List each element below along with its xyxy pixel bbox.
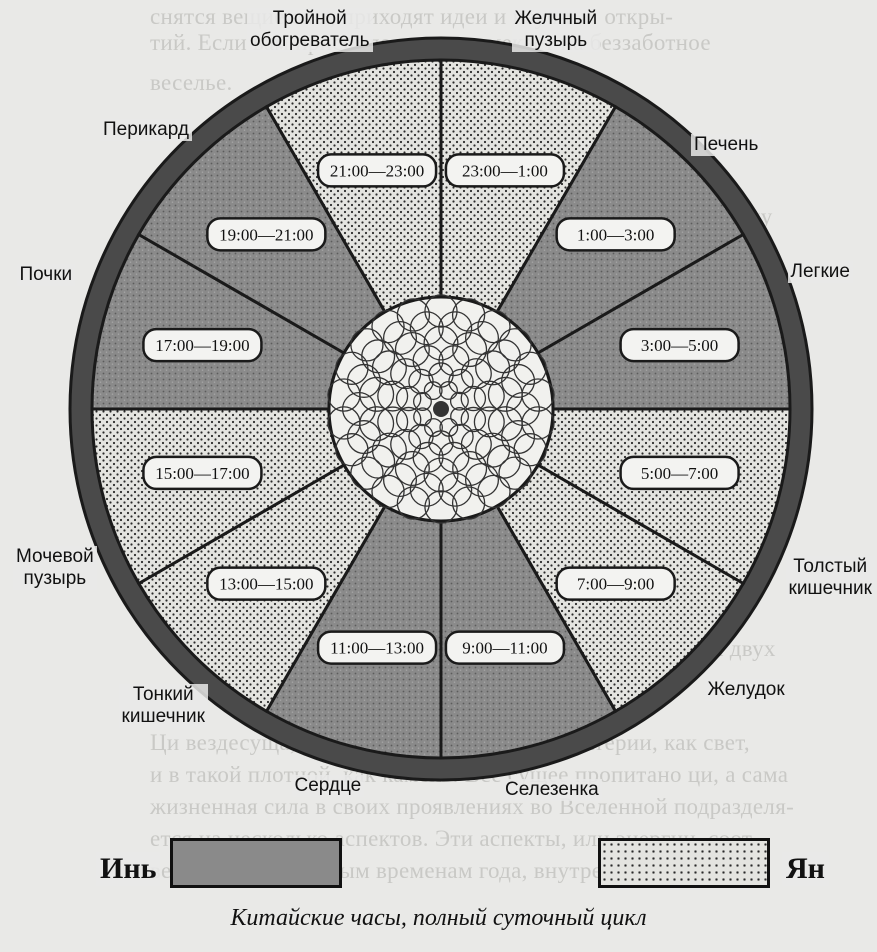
mandala-petal <box>350 456 384 490</box>
organ-label: Селезенка <box>502 779 602 801</box>
mandala-petal <box>409 472 444 507</box>
time-pill <box>206 217 327 252</box>
time-pill <box>142 455 263 491</box>
legend-yang-label: Ян <box>782 852 829 886</box>
mandala-petal <box>346 420 381 455</box>
mandala-petal <box>475 432 511 468</box>
time-pill <box>555 217 676 252</box>
organ-label: Перикард <box>100 119 192 141</box>
time-label: 19:00—21:00 <box>219 225 313 244</box>
figure-caption: Китайские часы, полный суточный цикл <box>230 905 647 931</box>
time-pill <box>619 327 740 363</box>
time-pill <box>444 153 566 188</box>
mandala-petal <box>452 331 488 368</box>
mandala-petal <box>395 385 422 412</box>
mandala-petal <box>451 486 486 520</box>
time-pill <box>555 566 676 601</box>
mandala-petal <box>439 381 458 400</box>
mandala-petal <box>486 444 521 479</box>
mandala-petal <box>413 392 432 411</box>
mandala-petal <box>394 450 430 487</box>
mandala-petal <box>424 418 443 437</box>
time-label: 13:00—15:00 <box>219 575 313 594</box>
mandala-petal <box>505 391 541 427</box>
time-pill <box>316 153 438 188</box>
mandala-petal <box>473 380 505 412</box>
mandala-petal <box>501 363 536 398</box>
mandala-petal <box>423 325 459 361</box>
mandala-petal <box>359 376 395 412</box>
mandala-petal <box>395 406 422 433</box>
time-label: 17:00—19:00 <box>155 336 249 355</box>
mandala-petal <box>424 490 458 524</box>
time-label: 5:00—7:00 <box>641 464 718 483</box>
mandala-petal <box>396 486 431 520</box>
mandala-petal <box>377 406 409 438</box>
mandala-petal <box>359 406 395 442</box>
mandala-petal <box>412 345 444 377</box>
time-label: 15:00—17:00 <box>155 464 249 483</box>
background-text-line: веселье. <box>150 70 233 95</box>
mandala-petal <box>438 441 470 473</box>
time-label: 1:00—3:00 <box>577 225 654 244</box>
time-label: 9:00—11:00 <box>462 639 547 658</box>
mandala-petal <box>371 350 407 386</box>
organ-label: Печень <box>691 134 762 156</box>
mandala-petal <box>341 391 377 427</box>
mandala-petal <box>460 406 487 433</box>
organ-label: Легкие <box>787 261 853 283</box>
mandala-petal <box>423 457 459 493</box>
organ-label: Почки <box>16 264 76 286</box>
mandala-petal <box>487 406 523 442</box>
time-label: 23:00—1:00 <box>462 161 548 180</box>
mandala-petal <box>498 328 532 362</box>
mandala-petal <box>438 311 473 346</box>
time-pill <box>316 630 438 665</box>
mandala-petal <box>394 331 430 368</box>
mandala-petal <box>439 417 459 437</box>
time-pill <box>206 566 327 601</box>
mandala-petal <box>396 298 431 332</box>
mandala-petal <box>438 472 473 507</box>
mandala-petal <box>451 298 486 332</box>
mandala-petal <box>361 339 396 374</box>
legend-yin-swatch <box>170 838 342 888</box>
mandala-petal <box>487 376 523 412</box>
legend-yin-label: Инь <box>96 852 161 886</box>
mandala-petal <box>371 432 407 468</box>
time-label: 11:00—13:00 <box>330 639 424 658</box>
time-pill <box>142 327 263 363</box>
time-pill <box>444 630 566 665</box>
background-text-line: жизненная сила в своих проявлениях во Вс… <box>150 794 795 819</box>
legend-yang-swatch <box>598 838 770 888</box>
mandala-petal <box>452 450 488 487</box>
mandala-petal <box>475 350 511 386</box>
mandala-petal <box>498 456 532 490</box>
mandala-petal <box>450 407 469 426</box>
time-label: 21:00—23:00 <box>330 161 424 180</box>
mandala-petal <box>449 391 469 411</box>
time-pill <box>619 455 740 491</box>
mandala-core <box>433 401 449 417</box>
mandala-petal <box>460 385 487 412</box>
mandala-petal <box>413 407 433 427</box>
mandala-petal <box>424 294 458 328</box>
organ-label: Сердце <box>291 775 365 797</box>
mandala-petal <box>423 381 443 401</box>
mandala-petal <box>350 328 384 362</box>
mandala-petal <box>409 311 444 346</box>
time-label: 7:00—9:00 <box>577 575 654 594</box>
organ-label: Желудок <box>704 679 788 701</box>
time-label: 3:00—5:00 <box>641 336 718 355</box>
